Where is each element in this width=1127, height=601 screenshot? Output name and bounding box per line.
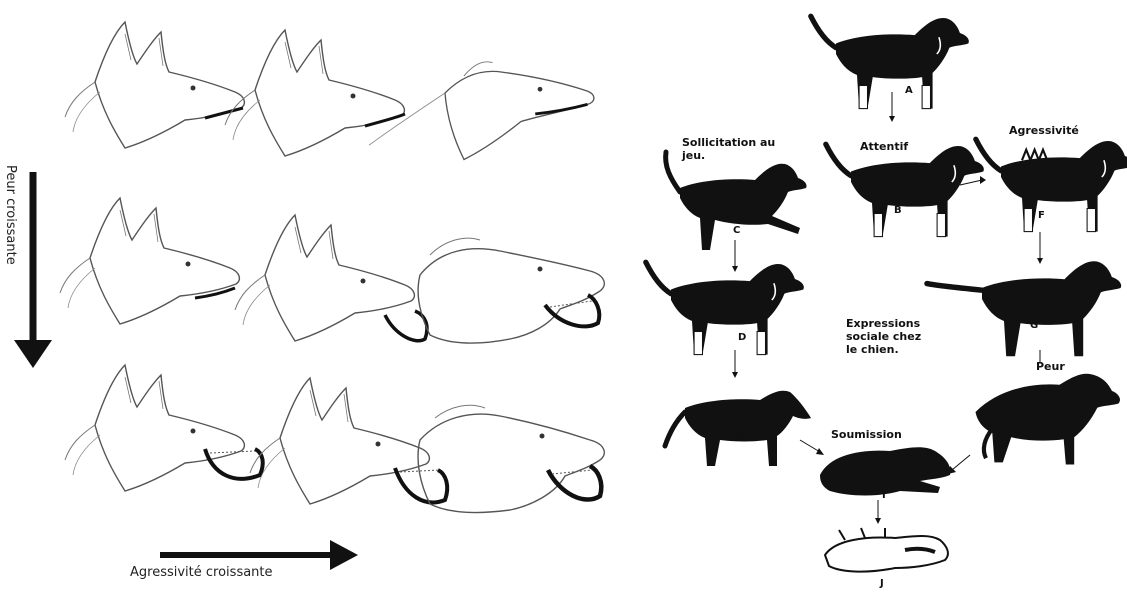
letter-E: E [737,432,744,443]
dog-G [927,261,1121,356]
dog-E [665,391,811,466]
letter-B: B [894,205,902,216]
letter-J: J [880,578,884,589]
aggression-axis-label: Agressivité croissante [130,565,273,580]
fear-axis-arrow [14,172,52,368]
head-row-3-col-1 [65,365,263,491]
dog-J [825,528,948,572]
dog-I [820,447,950,495]
head-row-1-col-2 [225,30,405,156]
posture-diagram: Sollicitation au jeu. Attentif Agressivi… [620,0,1127,601]
head-row-1-col-1 [65,22,244,148]
dog-D [646,262,804,354]
head-row-2-col-1 [60,198,239,324]
letter-D: D [738,332,746,343]
label-submission: Soumission [831,428,902,441]
fear-axis-label: Peur croissante [3,165,18,265]
label-play-solicitation: Sollicitation au jeu. [682,136,792,162]
label-attentive: Attentif [860,140,908,153]
head-sketches-svg [0,0,620,601]
dog-F [976,139,1127,231]
head-row-2-col-3 [418,238,604,343]
letter-F: F [1038,210,1045,221]
head-row-2-col-2 [235,215,427,341]
letter-H: H [1043,428,1051,439]
dog-A [811,16,969,108]
head-row-3-col-2 [250,378,447,504]
dog-B [826,144,984,236]
dog-postures-svg [620,0,1127,601]
diagram-title: Expressions sociale chez le chien. [846,317,930,356]
letter-C: C [733,225,740,236]
label-fear: Peur [1036,360,1065,373]
letter-I: I [882,490,886,501]
letter-A: A [905,85,913,96]
label-aggressive: Agressivité [1009,124,1079,137]
letter-G: G [1030,320,1038,331]
dog-H [976,374,1120,465]
head-row-1-col-3 [369,62,594,160]
head-expression-grid: Peur croissante Agressivité croissante [0,0,620,601]
